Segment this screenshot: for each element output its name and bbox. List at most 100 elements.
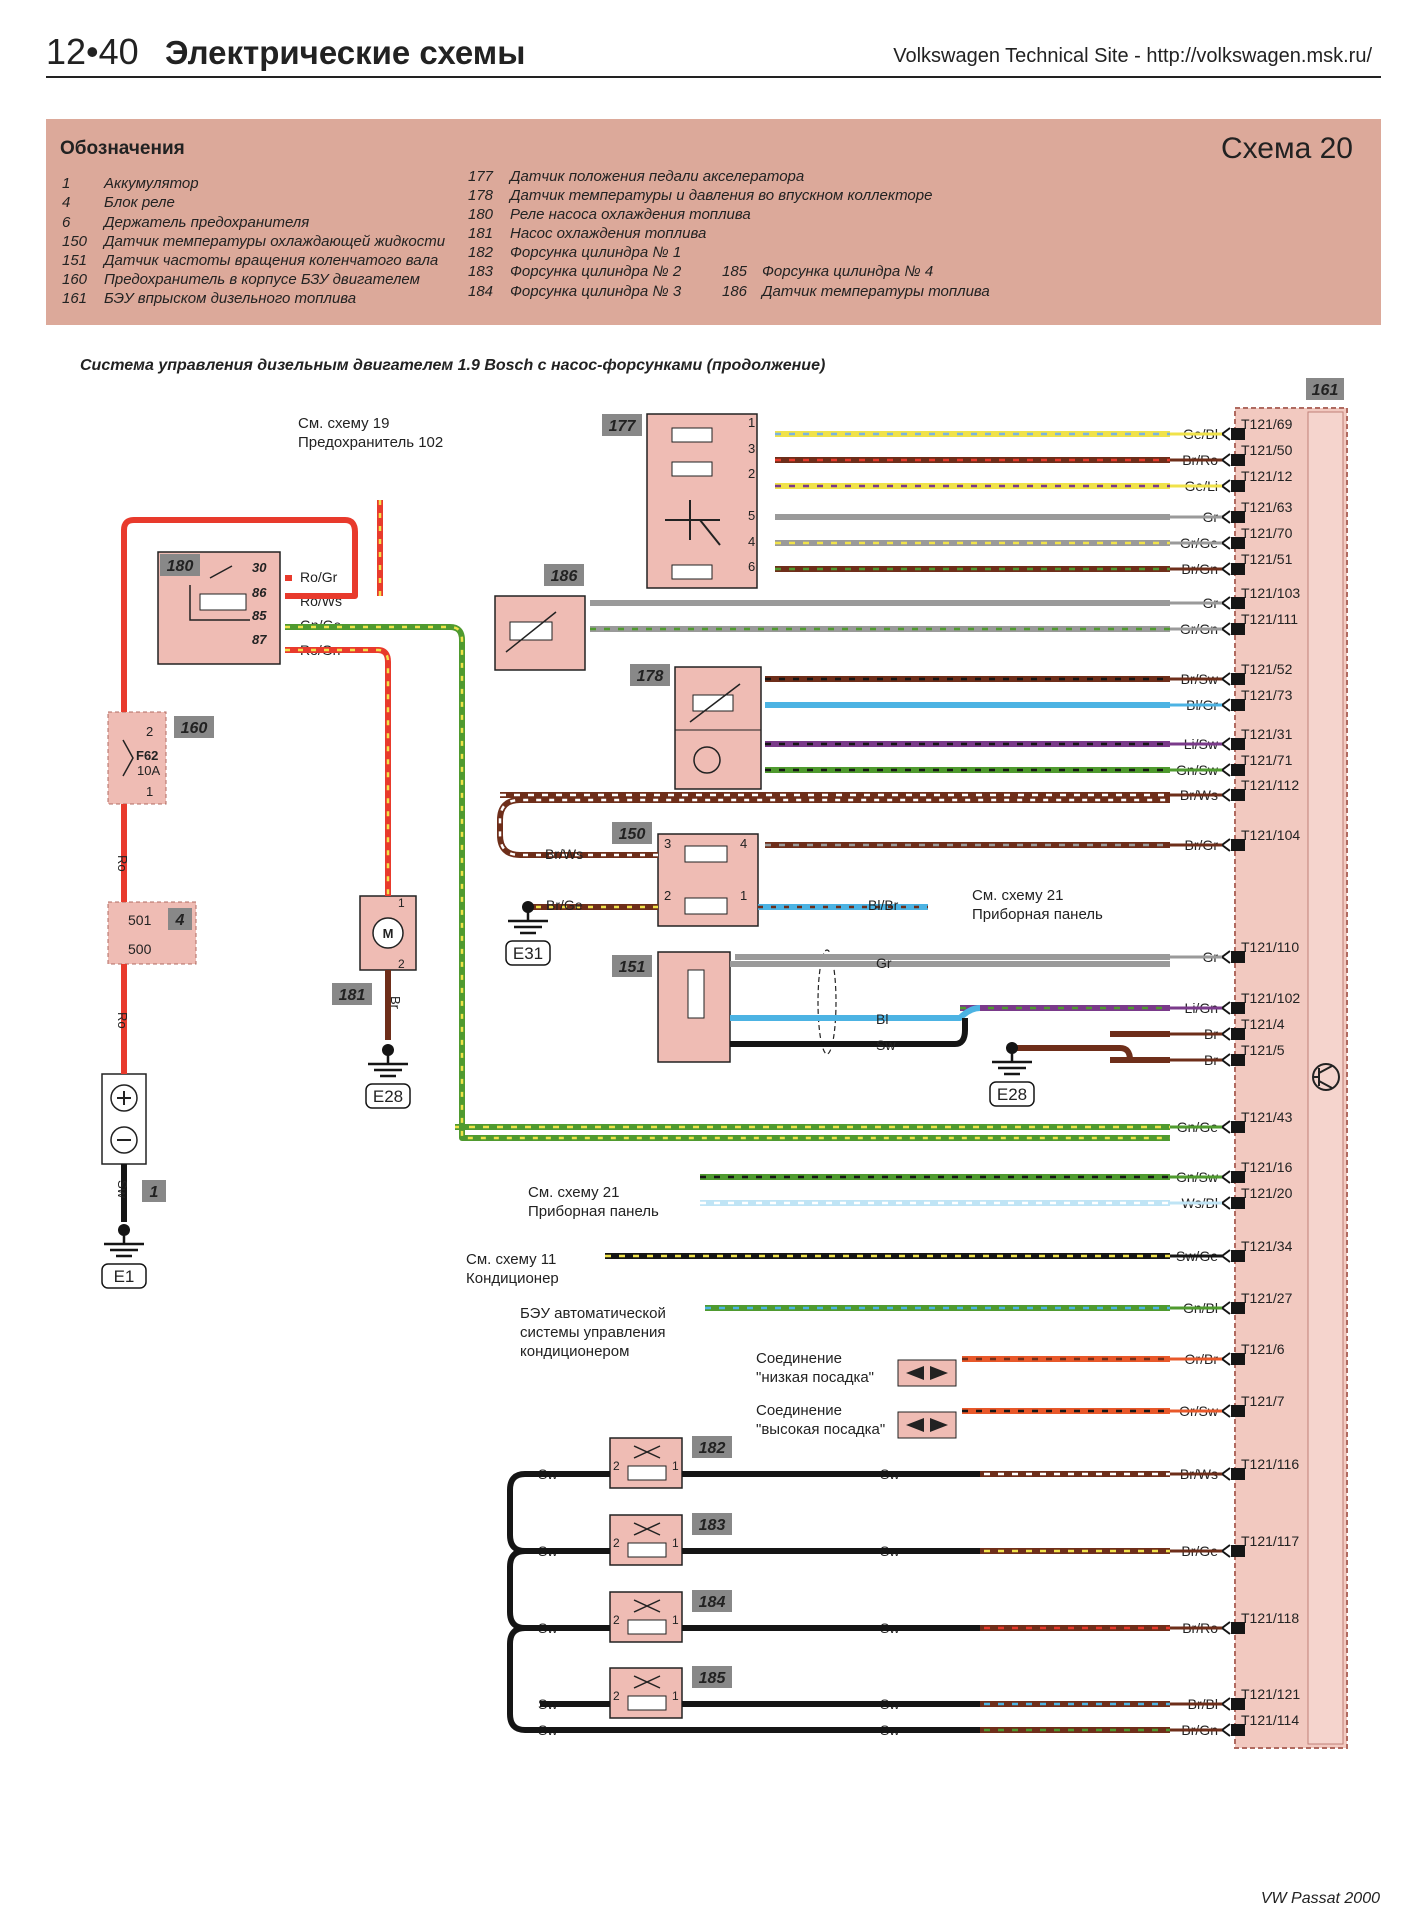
component-label-box (692, 1590, 732, 1612)
pin-label: 3 (748, 441, 755, 456)
component-label: 184 (699, 1594, 726, 1611)
ecu-pin-label: T121/104 (1241, 827, 1300, 843)
ecu-pin-terminal (1231, 1545, 1245, 1557)
ecu-pin-chevron (1220, 1027, 1231, 1041)
ground-icon (992, 1048, 1032, 1076)
legend-num: 183 (468, 263, 494, 280)
ecu-pin-label: T121/117 (1241, 1533, 1299, 1549)
site-url: Volkswagen Technical Site - http://volks… (893, 45, 1372, 67)
ecu-pin-terminal (1231, 764, 1245, 776)
motor-letter: M (383, 926, 394, 941)
ecu-pin-chevron (1220, 1301, 1231, 1315)
ecu-pin-label: T121/50 (1241, 442, 1293, 458)
ecu-pin-terminal (1231, 1028, 1245, 1040)
legend-num: 151 (62, 252, 87, 269)
terminal-label: 500 (128, 941, 152, 957)
ecu-pin-terminal (1231, 454, 1245, 466)
ecu-pin-label: T121/71 (1241, 752, 1293, 768)
ecu-pin-label: T121/27 (1241, 1290, 1293, 1306)
pin-label: 5 (748, 508, 755, 523)
note-ref11: Кондиционер (466, 1270, 559, 1287)
valve-icon (633, 1522, 661, 1536)
fuse-pin: 1 (146, 784, 153, 799)
ecu-pin-terminal (1231, 699, 1245, 711)
wire-br-ws-loop-stripe (498, 798, 1170, 857)
wire-ro-gn-stripe (285, 648, 390, 896)
thermistor-arrow (505, 611, 557, 653)
ecu-pin-label: T121/34 (1241, 1238, 1293, 1254)
ecu-pin-label: T121/63 (1241, 499, 1293, 515)
potentiometer-icon (671, 461, 713, 477)
ecu-pin-label: T121/110 (1241, 939, 1299, 955)
ecu-pin-label: T121/103 (1241, 585, 1300, 601)
component-label: 185 (699, 1670, 727, 1687)
ground-icon (104, 1230, 144, 1258)
ecu-pin-chevron (1220, 536, 1231, 550)
legend-num: 1 (62, 175, 70, 192)
pin-label: 1 (672, 1613, 679, 1627)
legend-text: Датчик частоты вращения коленчатого вала (102, 252, 438, 269)
plus-sign (117, 1091, 131, 1105)
wire-label: Bl (876, 1011, 888, 1027)
ecu-pin-terminal (1231, 951, 1245, 963)
legend-text: Реле насоса охлаждения топлива (510, 206, 751, 223)
ground-label: E28 (997, 1085, 1027, 1104)
component-label: 151 (619, 959, 646, 976)
ecu-pin-terminal (1231, 738, 1245, 750)
ecu-pin-chevron (1220, 672, 1231, 686)
legend-num: 186 (722, 283, 748, 300)
pin-label: 4 (748, 534, 755, 549)
legend-num: 184 (468, 283, 493, 300)
ecu-pin-chevron (1220, 596, 1231, 610)
pin-label: 2 (748, 466, 755, 481)
ecu-pin-chevron (1220, 1249, 1231, 1263)
wire-ro-gn (285, 647, 391, 896)
wire-label: Ro (115, 855, 130, 872)
wire-label: Br/Ge (546, 897, 583, 913)
note-low: Соединение (756, 1350, 842, 1367)
valve-icon (633, 1675, 661, 1689)
ground-label: E28 (373, 1087, 403, 1106)
ecu-pin-label: T121/102 (1241, 990, 1300, 1006)
component-label-box (692, 1666, 732, 1688)
wire-label: Br/Ws (545, 846, 583, 862)
page-footer: VW Passat 2000 (1261, 1890, 1380, 1907)
ecu-pin-terminal (1231, 1054, 1245, 1066)
ecu-pin-label: T121/69 (1241, 416, 1293, 432)
component-label-box (160, 554, 200, 576)
legend-text: Предохранитель в корпусе БЗУ двигателем (104, 271, 420, 288)
legend-num: 182 (468, 244, 494, 261)
wire-red-top (121, 517, 358, 712)
valve-icon (633, 1445, 661, 1459)
component-label: 177 (609, 418, 637, 435)
ecu-pin-terminal (1231, 623, 1245, 635)
ecu-pin-chevron (1220, 838, 1231, 852)
ecu-pin-terminal (1231, 839, 1245, 851)
thermistor-icon (692, 694, 734, 712)
component-label-box (692, 1513, 732, 1535)
pin-label: 2 (613, 1689, 620, 1703)
note-ref21a: Приборная панель (972, 906, 1103, 923)
ecu-pin-chevron (1220, 622, 1231, 636)
component-label-box (544, 564, 584, 586)
wire-ground-e28 (1012, 1045, 1133, 1061)
transistor-icon (693, 746, 721, 774)
pin-label: 2 (613, 1536, 620, 1550)
ecu-pin-terminal (1231, 1622, 1245, 1634)
pin-label: 1 (672, 1459, 679, 1473)
injector-coil-icon (627, 1695, 667, 1711)
legend-text: Форсунка цилиндра № 4 (762, 263, 933, 280)
legend-text: Блок реле (104, 194, 175, 211)
connector-icon (906, 1366, 948, 1380)
ecu-pin-label: T121/31 (1241, 726, 1293, 742)
component-label-box (174, 716, 214, 738)
legend-num: 178 (468, 187, 494, 204)
ecu-pin-chevron (1220, 1544, 1231, 1558)
pin-label: 1 (398, 896, 405, 910)
legend-text: Аккумулятор (103, 175, 199, 192)
component-label-box (612, 955, 652, 977)
scheme-number: Схема 20 (1221, 132, 1353, 165)
pin-label: 2 (613, 1613, 620, 1627)
valve-icon (633, 1599, 661, 1613)
